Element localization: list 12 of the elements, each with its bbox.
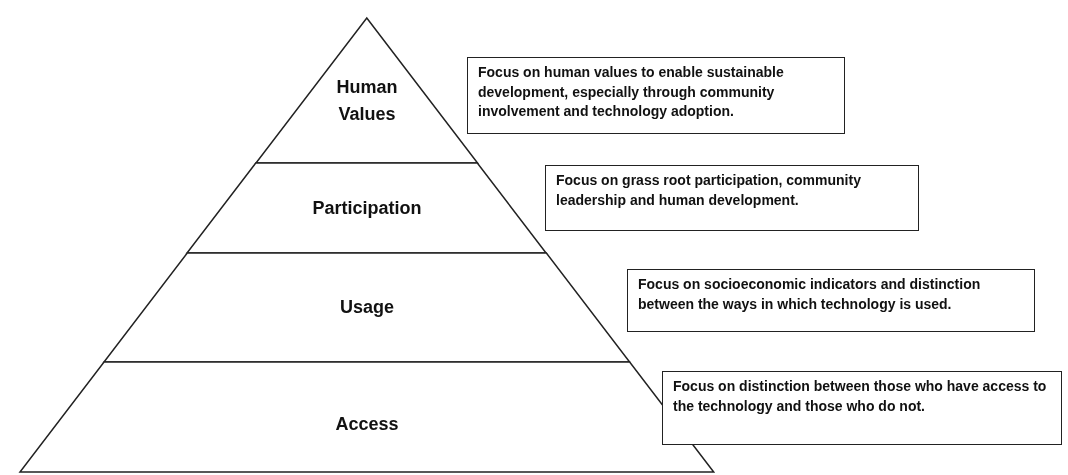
layer-label: Usage [338, 296, 395, 320]
description-box [662, 371, 1062, 445]
description-text: Focus on grass root participation, community leadership and human development. [556, 171, 862, 210]
description-box [545, 165, 919, 231]
description-box [467, 57, 845, 134]
layer-label: Access [334, 412, 400, 436]
description-box [627, 269, 1035, 332]
layer-label: Participation [311, 196, 423, 220]
layer-label: Human Values [335, 76, 399, 126]
description-text: Focus on human values to enable sustainable development, especially through community involvement and technology adoption. [478, 63, 785, 122]
description-text: Focus on socioeconomic indicators and distinction between the ways in which technology is used. [638, 275, 982, 314]
description-text: Focus on distinction between those who have access to the technology and those who do not. [673, 377, 1048, 416]
